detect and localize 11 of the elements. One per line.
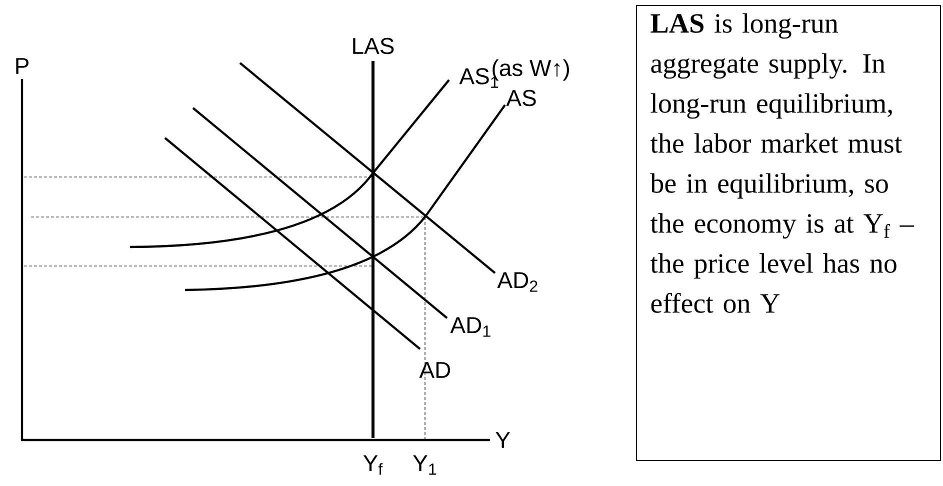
tick-label: Y$_{f}$ (363, 455, 383, 475)
axis-label: Y (496, 432, 510, 448)
curve-label: AD$_{1}$ (450, 317, 490, 337)
tick-label: Y$_{1}$ (413, 455, 436, 475)
curve-label: AD (419, 362, 450, 378)
curve-label: LAS (353, 38, 394, 54)
axis-label: P (16, 58, 28, 74)
text-box (636, 5, 941, 461)
explanation-text: LAS is long-run aggregate supply. In long-run equilibrium, the labor market must be in equilibrium, so the economy is at Y$_{f}$ – the price level has no effect on Y (650, 13, 914, 313)
curve-label: AS (506, 90, 536, 106)
curve-label: AD$_{2}$ (497, 272, 538, 292)
